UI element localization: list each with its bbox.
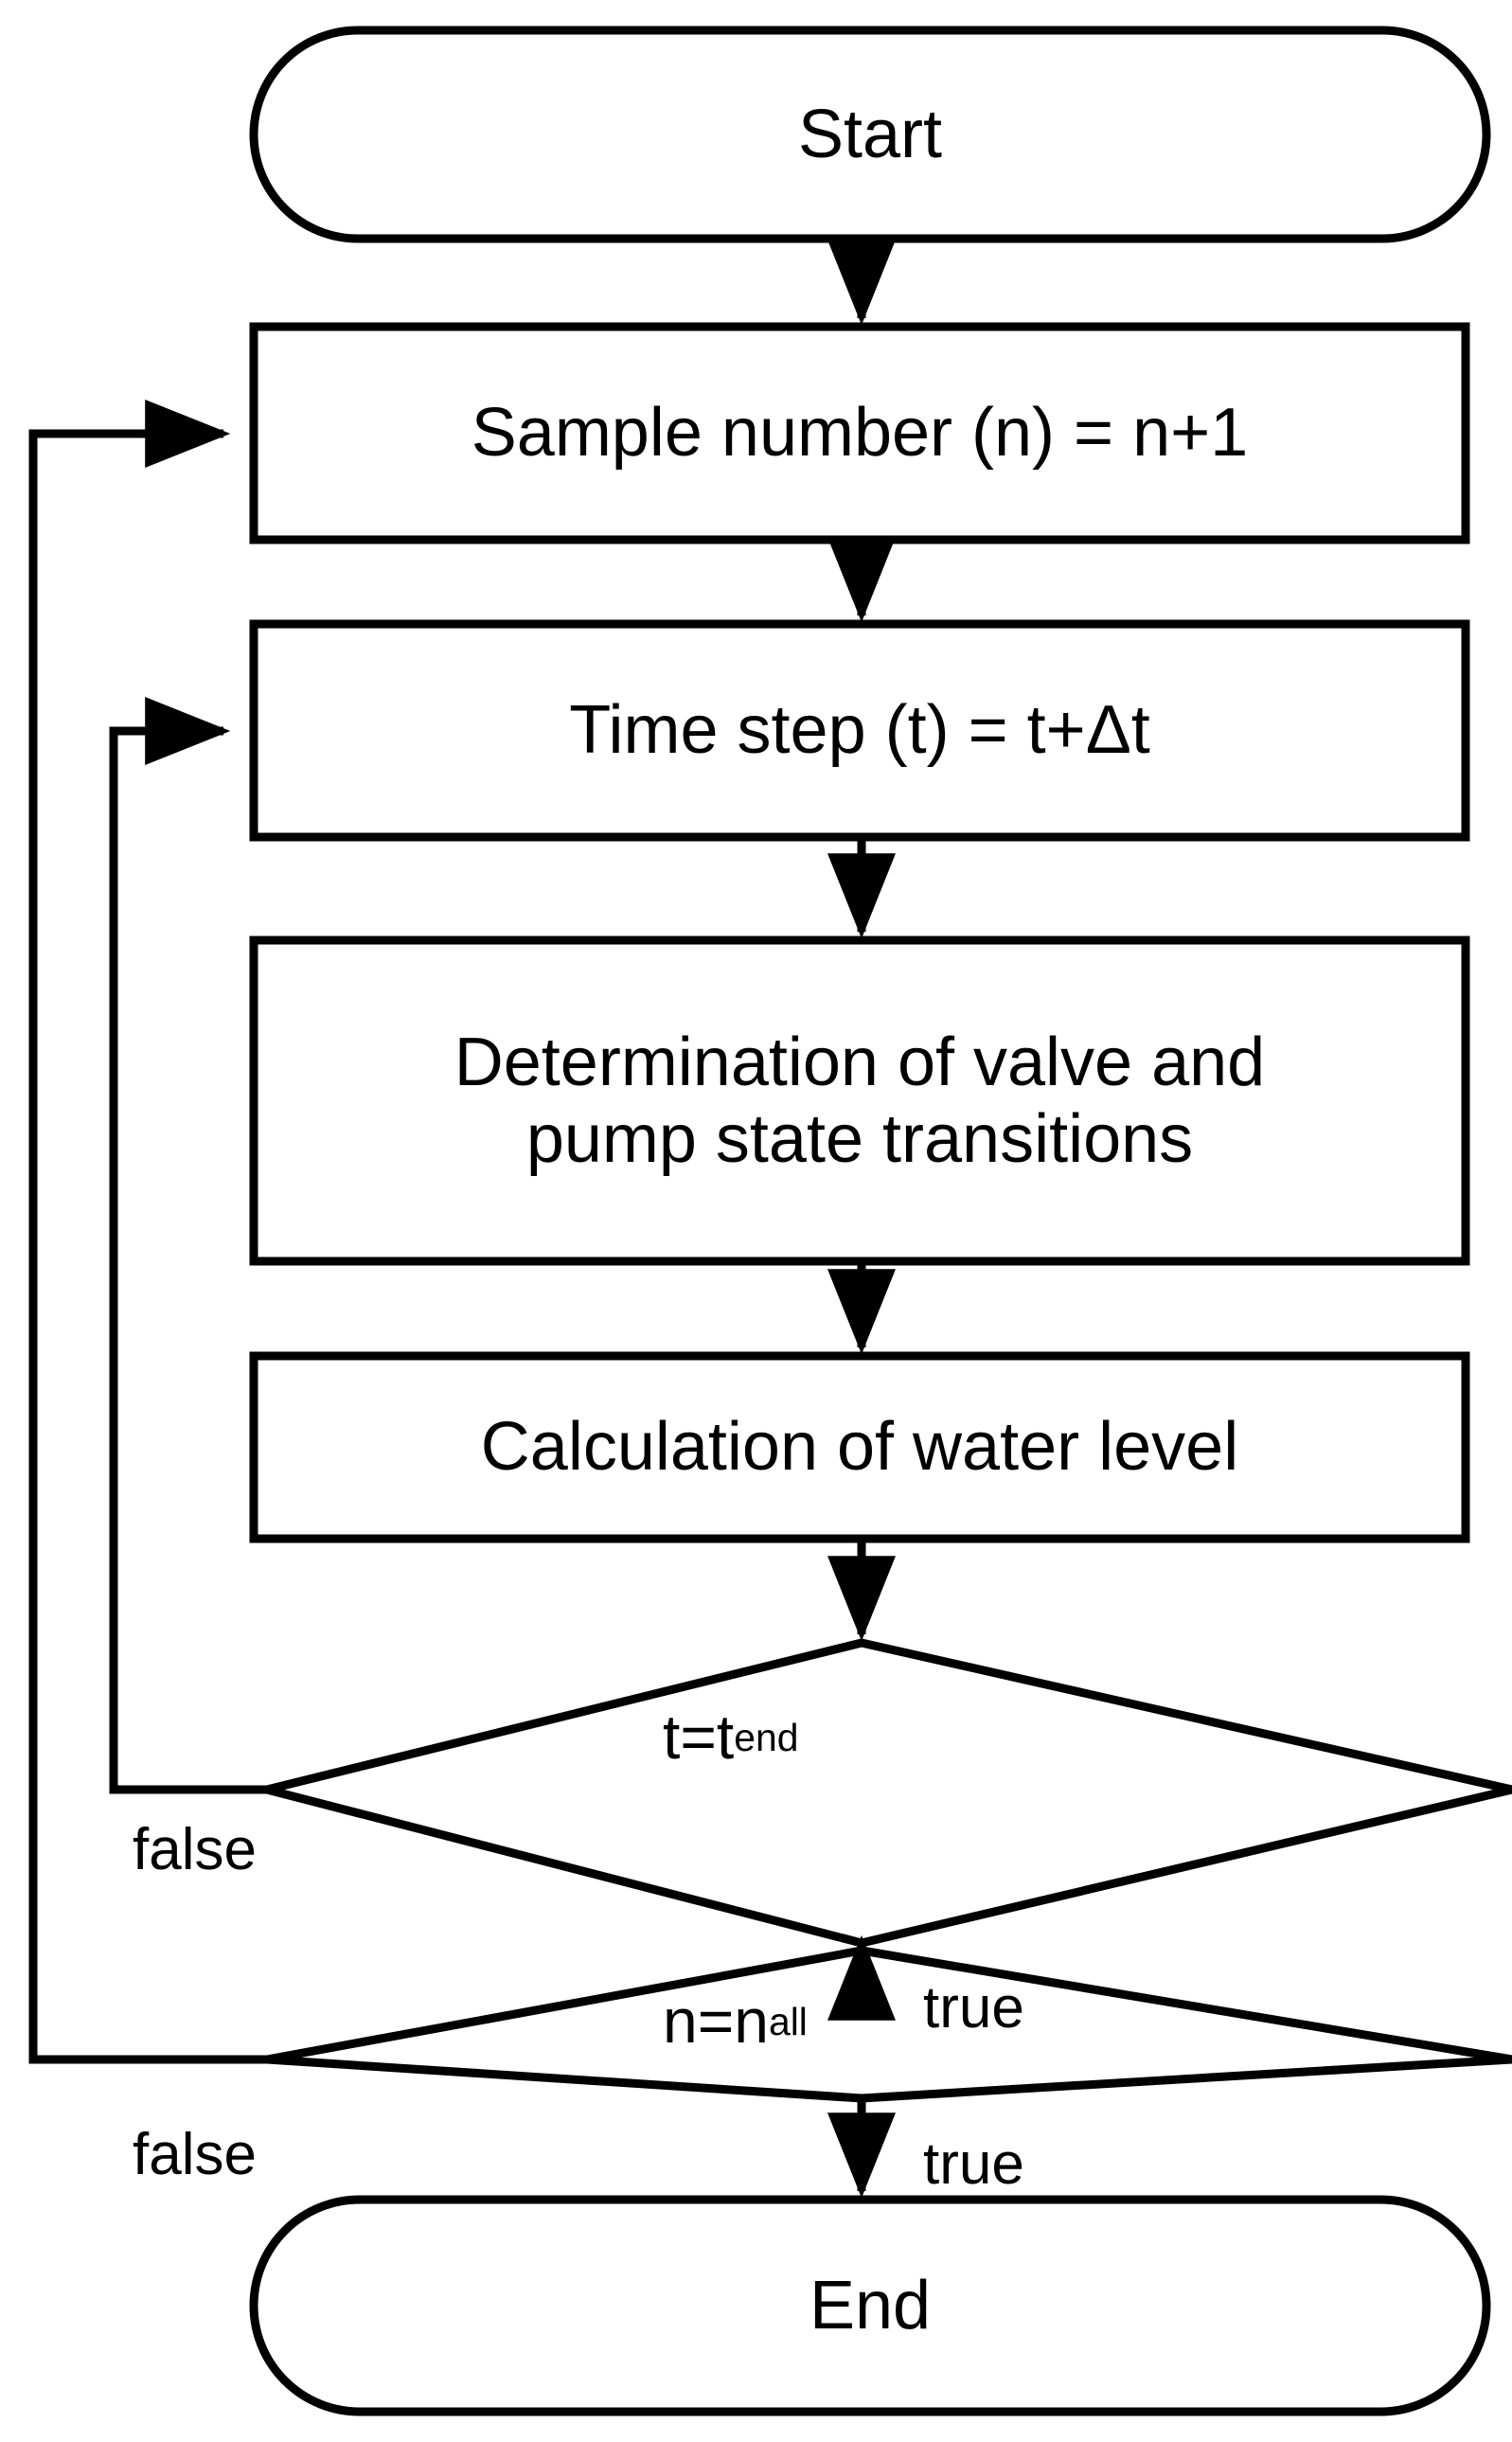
edge-label-sample-true: true	[923, 2131, 1024, 2197]
node-decision-sample-shape	[266, 1946, 1512, 2103]
node-calculation-shape	[249, 1351, 1470, 1543]
edge-decision-sample-false-loop	[28, 400, 267, 2064]
node-start-shape	[249, 26, 1491, 243]
edge-label-sample-false: false	[133, 2122, 257, 2187]
edge-label-time-false: false	[133, 1817, 257, 1882]
edge-decision-time-false-loop	[109, 697, 267, 1794]
edge-label-time-true: true	[923, 1975, 1024, 2041]
node-decision-time-shape	[265, 1638, 1512, 1948]
node-end-shape	[249, 2195, 1491, 2416]
node-determination-shape	[249, 936, 1470, 1266]
node-sample-number-shape	[249, 322, 1470, 544]
node-time-step-shape	[249, 619, 1470, 842]
